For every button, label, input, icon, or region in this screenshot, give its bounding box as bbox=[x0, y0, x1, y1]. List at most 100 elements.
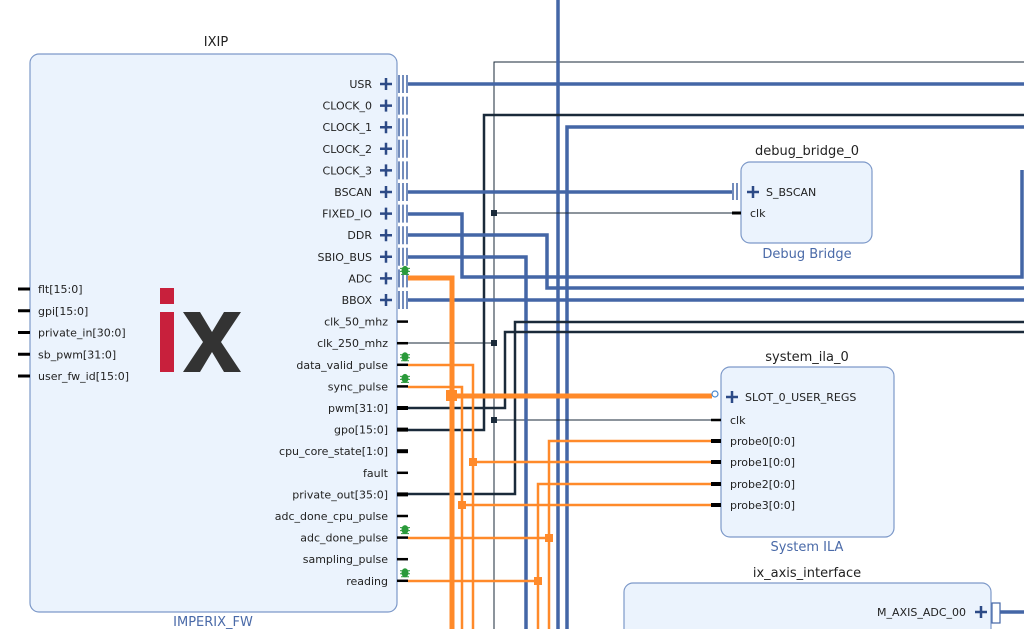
port-slot0-user-regs[interactable]: SLOT_0_USER_REGS bbox=[711, 390, 856, 404]
debug-bug-icon bbox=[400, 373, 410, 383]
port-label: private_out[35:0] bbox=[292, 488, 388, 501]
port-label: clk bbox=[730, 414, 746, 427]
port-right[interactable]: BSCAN bbox=[334, 183, 408, 201]
port-right[interactable]: CLOCK_1 bbox=[323, 118, 408, 137]
port-label: SLOT_0_USER_REGS bbox=[745, 391, 856, 404]
ila-port[interactable]: probe2[0:0] bbox=[711, 478, 795, 491]
port-right[interactable]: adc_done_cpu_pulse bbox=[275, 510, 408, 523]
debug-bug-icon bbox=[400, 352, 410, 362]
port-left[interactable]: flt[15:0] bbox=[18, 283, 83, 296]
net-clk bbox=[408, 212, 740, 421]
port-label: SBIO_BUS bbox=[317, 251, 372, 264]
port-right[interactable]: adc_done_pulse bbox=[300, 525, 410, 545]
port-label: S_BSCAN bbox=[766, 186, 816, 199]
ixip-instance-name: IXIP bbox=[204, 35, 229, 50]
net-adc-debug bbox=[408, 275, 455, 629]
port-label: data_valid_pulse bbox=[296, 359, 388, 372]
port-label: reading bbox=[346, 575, 388, 588]
port-label: DDR bbox=[347, 229, 372, 242]
net-sync bbox=[408, 385, 720, 629]
system-ila-block-type: System ILA bbox=[771, 540, 844, 555]
port-left[interactable]: gpi[15:0] bbox=[18, 305, 88, 318]
port-label: ADC bbox=[348, 272, 372, 285]
port-right[interactable]: cpu_core_state[1:0] bbox=[279, 445, 408, 458]
port-right[interactable]: CLOCK_3 bbox=[323, 161, 408, 180]
ix-axis-interface-block[interactable]: ix_axis_interface M_AXIS_ADC_00 bbox=[623, 566, 1001, 629]
port-right[interactable]: sync_pulse bbox=[328, 373, 410, 394]
ila-port[interactable]: probe1[0:0] bbox=[711, 456, 795, 469]
port-label: probe2[0:0] bbox=[730, 478, 795, 491]
port-right[interactable]: DDR bbox=[347, 226, 408, 245]
port-label: BSCAN bbox=[334, 186, 372, 199]
port-right[interactable]: SBIO_BUS bbox=[317, 247, 408, 266]
port-right[interactable]: USR bbox=[349, 75, 408, 93]
port-right[interactable]: fault bbox=[363, 467, 408, 480]
net-fixed-io bbox=[408, 170, 1024, 279]
port-left[interactable]: sb_pwm[31:0] bbox=[18, 348, 116, 361]
system-ila-block[interactable]: system_ila_0 System ILA SLOT_0_USER_REGS… bbox=[711, 350, 895, 555]
port-right[interactable]: CLOCK_2 bbox=[323, 139, 408, 158]
port-left[interactable]: user_fw_id[15:0] bbox=[18, 370, 129, 383]
port-label: BBOX bbox=[342, 294, 373, 307]
ixip-block[interactable]: IXIP IMPERIX_FW flt[15:0] gpi[15:0] privat… bbox=[18, 35, 410, 629]
port-label: clk_50_mhz bbox=[324, 316, 388, 329]
port-label: gpo[15:0] bbox=[334, 424, 388, 437]
port-label: CLOCK_1 bbox=[323, 121, 372, 134]
debug-bug-icon bbox=[400, 525, 410, 535]
nets bbox=[408, 0, 1024, 629]
port-label: CLOCK_0 bbox=[323, 100, 372, 113]
net-adc-done bbox=[408, 439, 720, 629]
port-right[interactable]: pwm[31:0] bbox=[328, 402, 408, 415]
ila-port[interactable]: clk bbox=[711, 414, 746, 427]
ixip-block-type: IMPERIX_FW bbox=[173, 615, 253, 629]
system-ila-instance-name: system_ila_0 bbox=[765, 350, 848, 365]
port-label: adc_done_pulse bbox=[300, 532, 388, 545]
port-label: flt[15:0] bbox=[38, 283, 83, 296]
ila-port[interactable]: probe0[0:0] bbox=[711, 435, 795, 448]
imperix-logo bbox=[160, 288, 241, 372]
port-right[interactable]: clk_50_mhz bbox=[324, 316, 408, 329]
port-label: FIXED_IO bbox=[322, 208, 372, 221]
debug-bridge-instance-name: debug_bridge_0 bbox=[755, 144, 859, 159]
debug-bridge-block-type: Debug Bridge bbox=[762, 247, 851, 262]
port-m-axis-adc-00[interactable]: M_AXIS_ADC_00 bbox=[877, 602, 1001, 624]
port-right[interactable]: reading bbox=[346, 568, 410, 588]
port-right[interactable]: clk_250_mhz bbox=[317, 337, 408, 350]
port-label: clk_250_mhz bbox=[317, 337, 388, 350]
port-label: sb_pwm[31:0] bbox=[38, 348, 116, 361]
axis-bus-icon bbox=[991, 602, 1001, 624]
debug-bug-icon bbox=[400, 265, 410, 275]
net-sbio bbox=[408, 255, 528, 629]
port-s-bscan[interactable]: S_BSCAN bbox=[732, 183, 816, 200]
port-label: probe3[0:0] bbox=[730, 499, 795, 512]
port-label: private_in[30:0] bbox=[38, 327, 126, 340]
port-label: CLOCK_2 bbox=[323, 143, 372, 156]
debug-bridge-block[interactable]: debug_bridge_0 Debug Bridge S_BSCAN clk bbox=[732, 144, 873, 262]
port-clk[interactable]: clk bbox=[732, 207, 766, 220]
net-border bbox=[493, 61, 1024, 629]
port-right[interactable]: ADC bbox=[348, 265, 410, 288]
port-right[interactable]: BBOX bbox=[342, 291, 408, 309]
port-label: adc_done_cpu_pulse bbox=[275, 510, 388, 523]
port-label: M_AXIS_ADC_00 bbox=[877, 606, 966, 619]
port-label: clk bbox=[750, 207, 766, 220]
port-right[interactable]: sampling_pulse bbox=[303, 553, 408, 566]
ila-port[interactable]: probe3[0:0] bbox=[711, 499, 795, 512]
port-label: gpi[15:0] bbox=[38, 305, 88, 318]
port-right[interactable]: FIXED_IO bbox=[322, 204, 408, 223]
net-pwm bbox=[408, 330, 1024, 410]
port-right[interactable]: CLOCK_0 bbox=[323, 96, 408, 115]
port-label: CLOCK_3 bbox=[323, 164, 372, 177]
port-left[interactable]: private_in[30:0] bbox=[18, 327, 126, 340]
probe-magnifier-icon bbox=[711, 390, 719, 398]
port-label: probe1[0:0] bbox=[730, 456, 795, 469]
port-right[interactable]: gpo[15:0] bbox=[334, 424, 408, 437]
port-right[interactable]: data_valid_pulse bbox=[296, 352, 410, 372]
port-label: probe0[0:0] bbox=[730, 435, 795, 448]
port-right[interactable]: private_out[35:0] bbox=[292, 488, 408, 501]
port-label: pwm[31:0] bbox=[328, 402, 388, 415]
port-label: fault bbox=[363, 467, 389, 480]
net-gpo bbox=[408, 113, 1024, 432]
port-label: sync_pulse bbox=[328, 380, 389, 393]
